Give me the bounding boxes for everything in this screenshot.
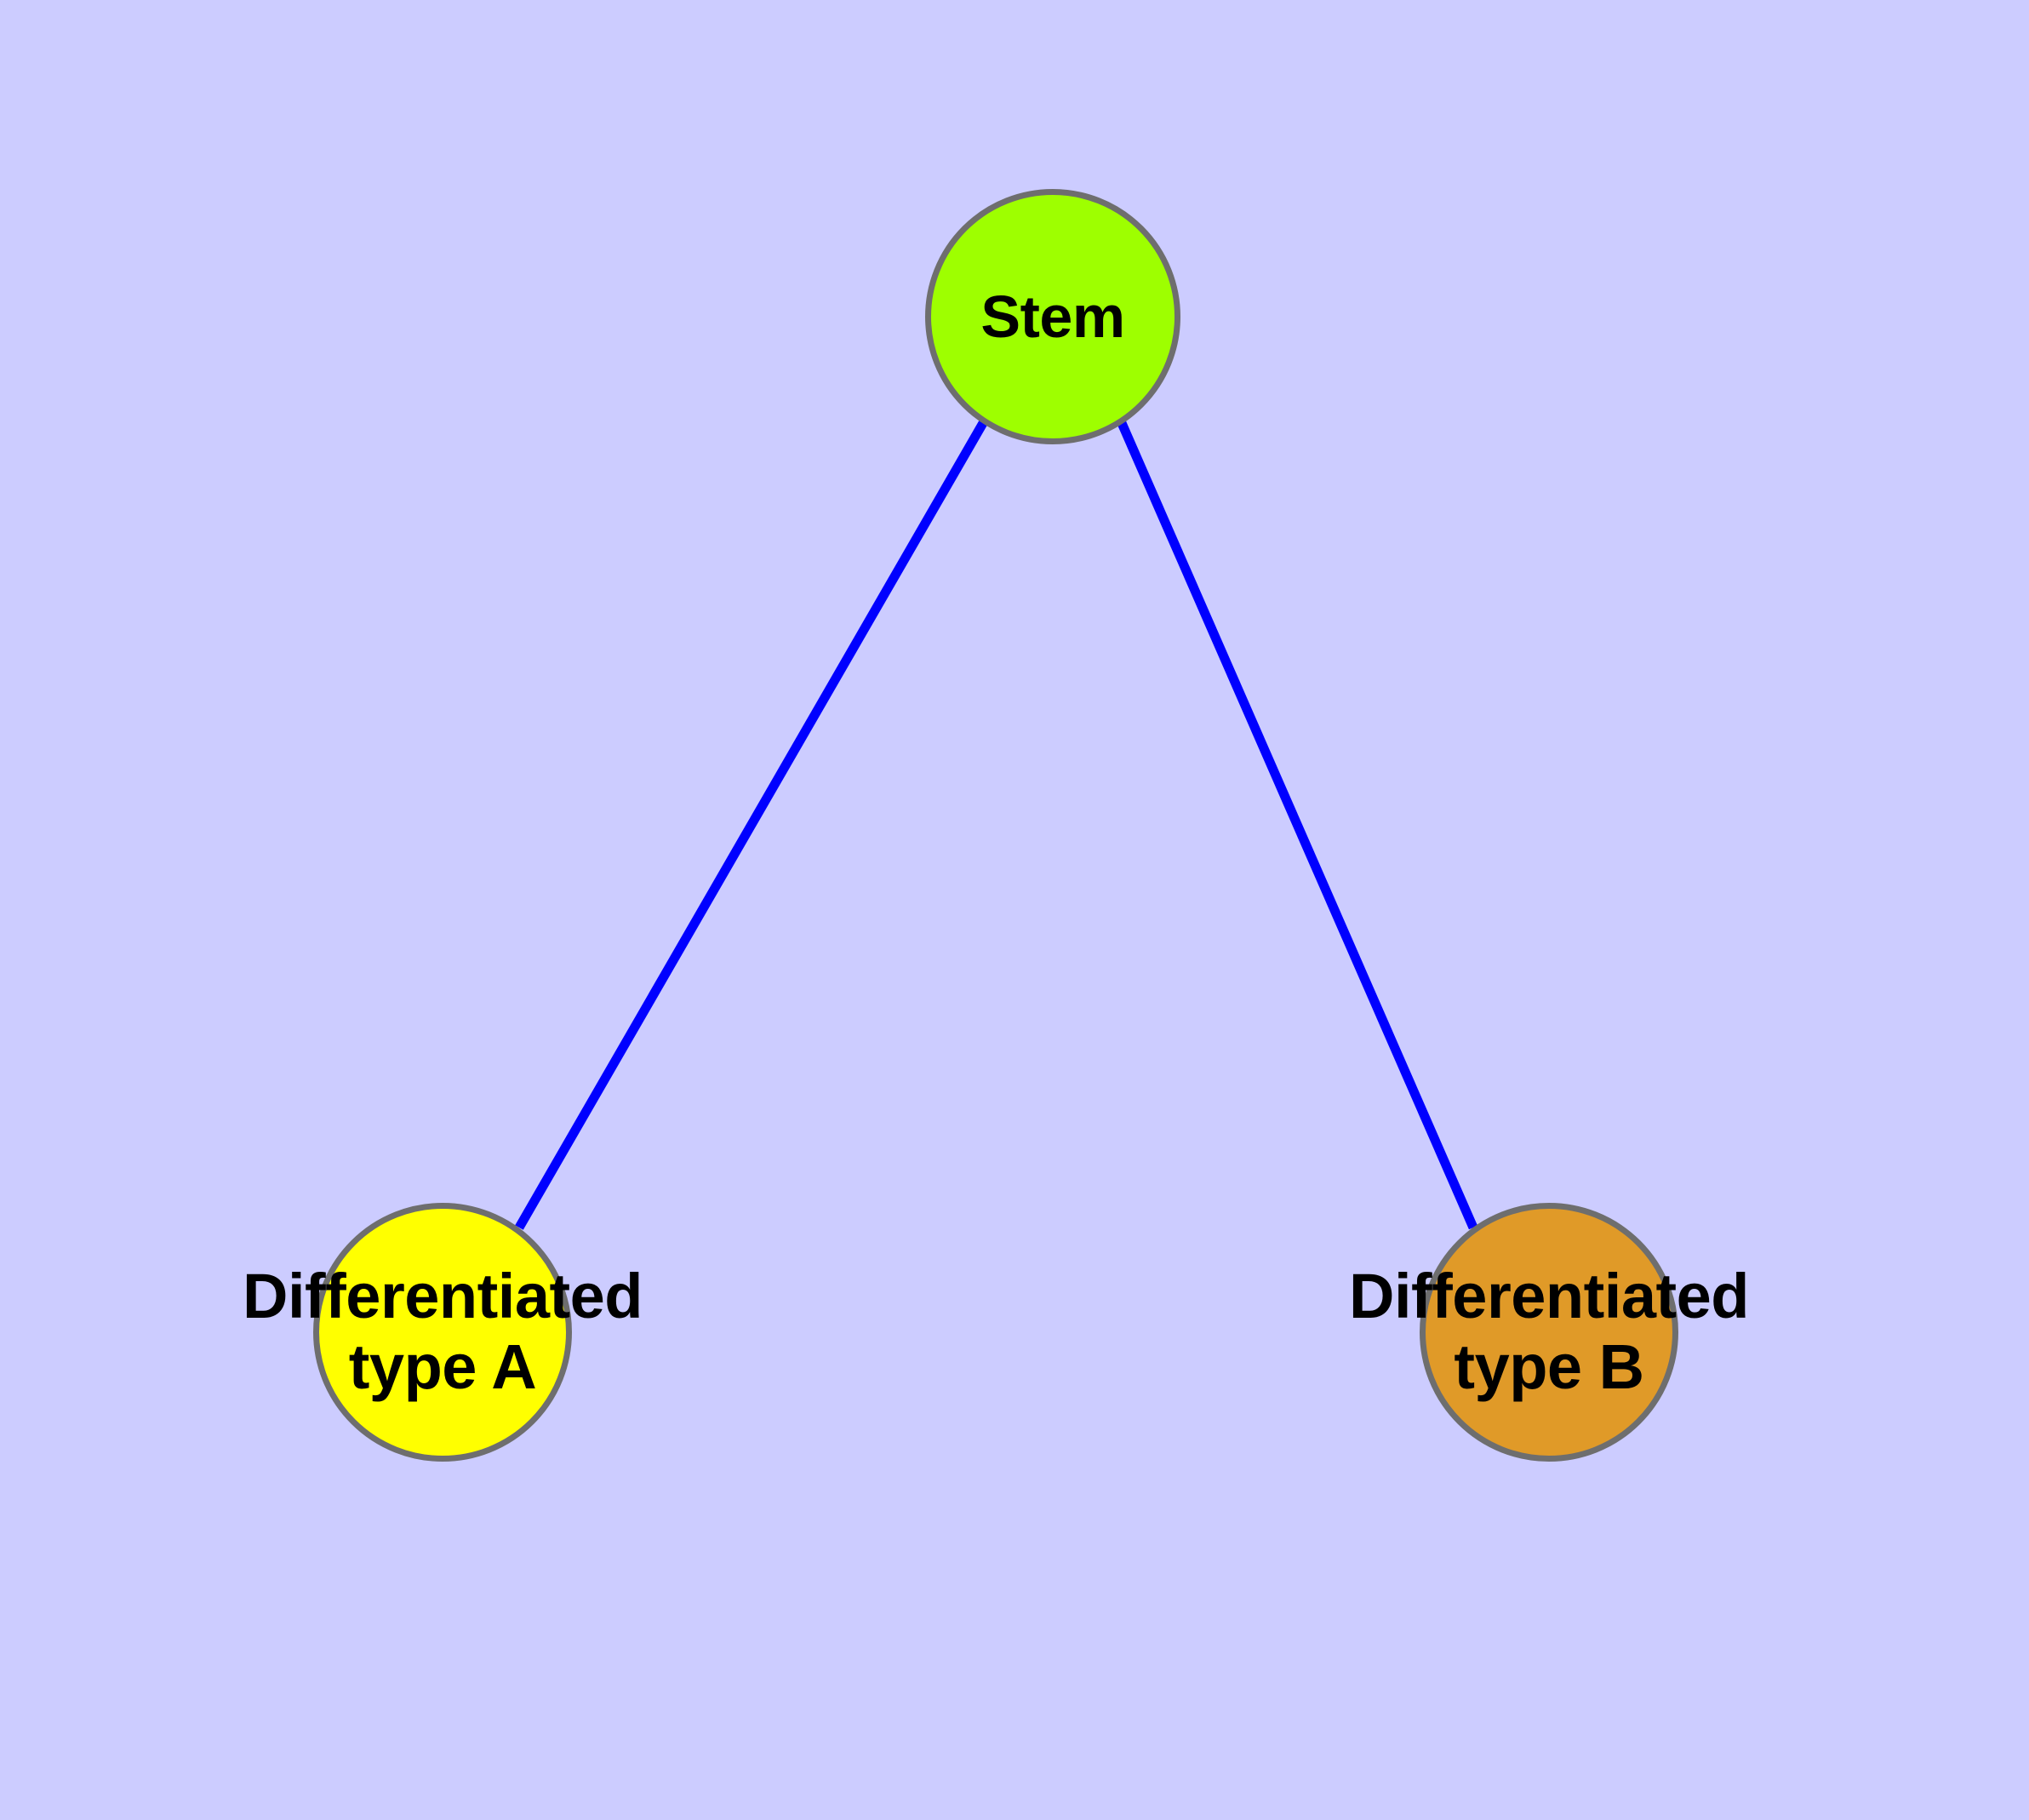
edge-stem-to-diff-b	[1117, 421, 1478, 1230]
edge-stem-to-diff-a	[515, 421, 987, 1230]
node-differentiated-type-a[interactable]	[313, 1203, 572, 1462]
node-differentiated-type-b[interactable]	[1420, 1203, 1678, 1462]
node-stem[interactable]	[925, 189, 1180, 444]
node-label-differentiated-type-b: Differentiated type B	[1349, 1261, 1749, 1402]
node-label-stem: Stem	[980, 283, 1125, 350]
node-label-differentiated-type-a: Differentiated type A	[243, 1261, 643, 1402]
